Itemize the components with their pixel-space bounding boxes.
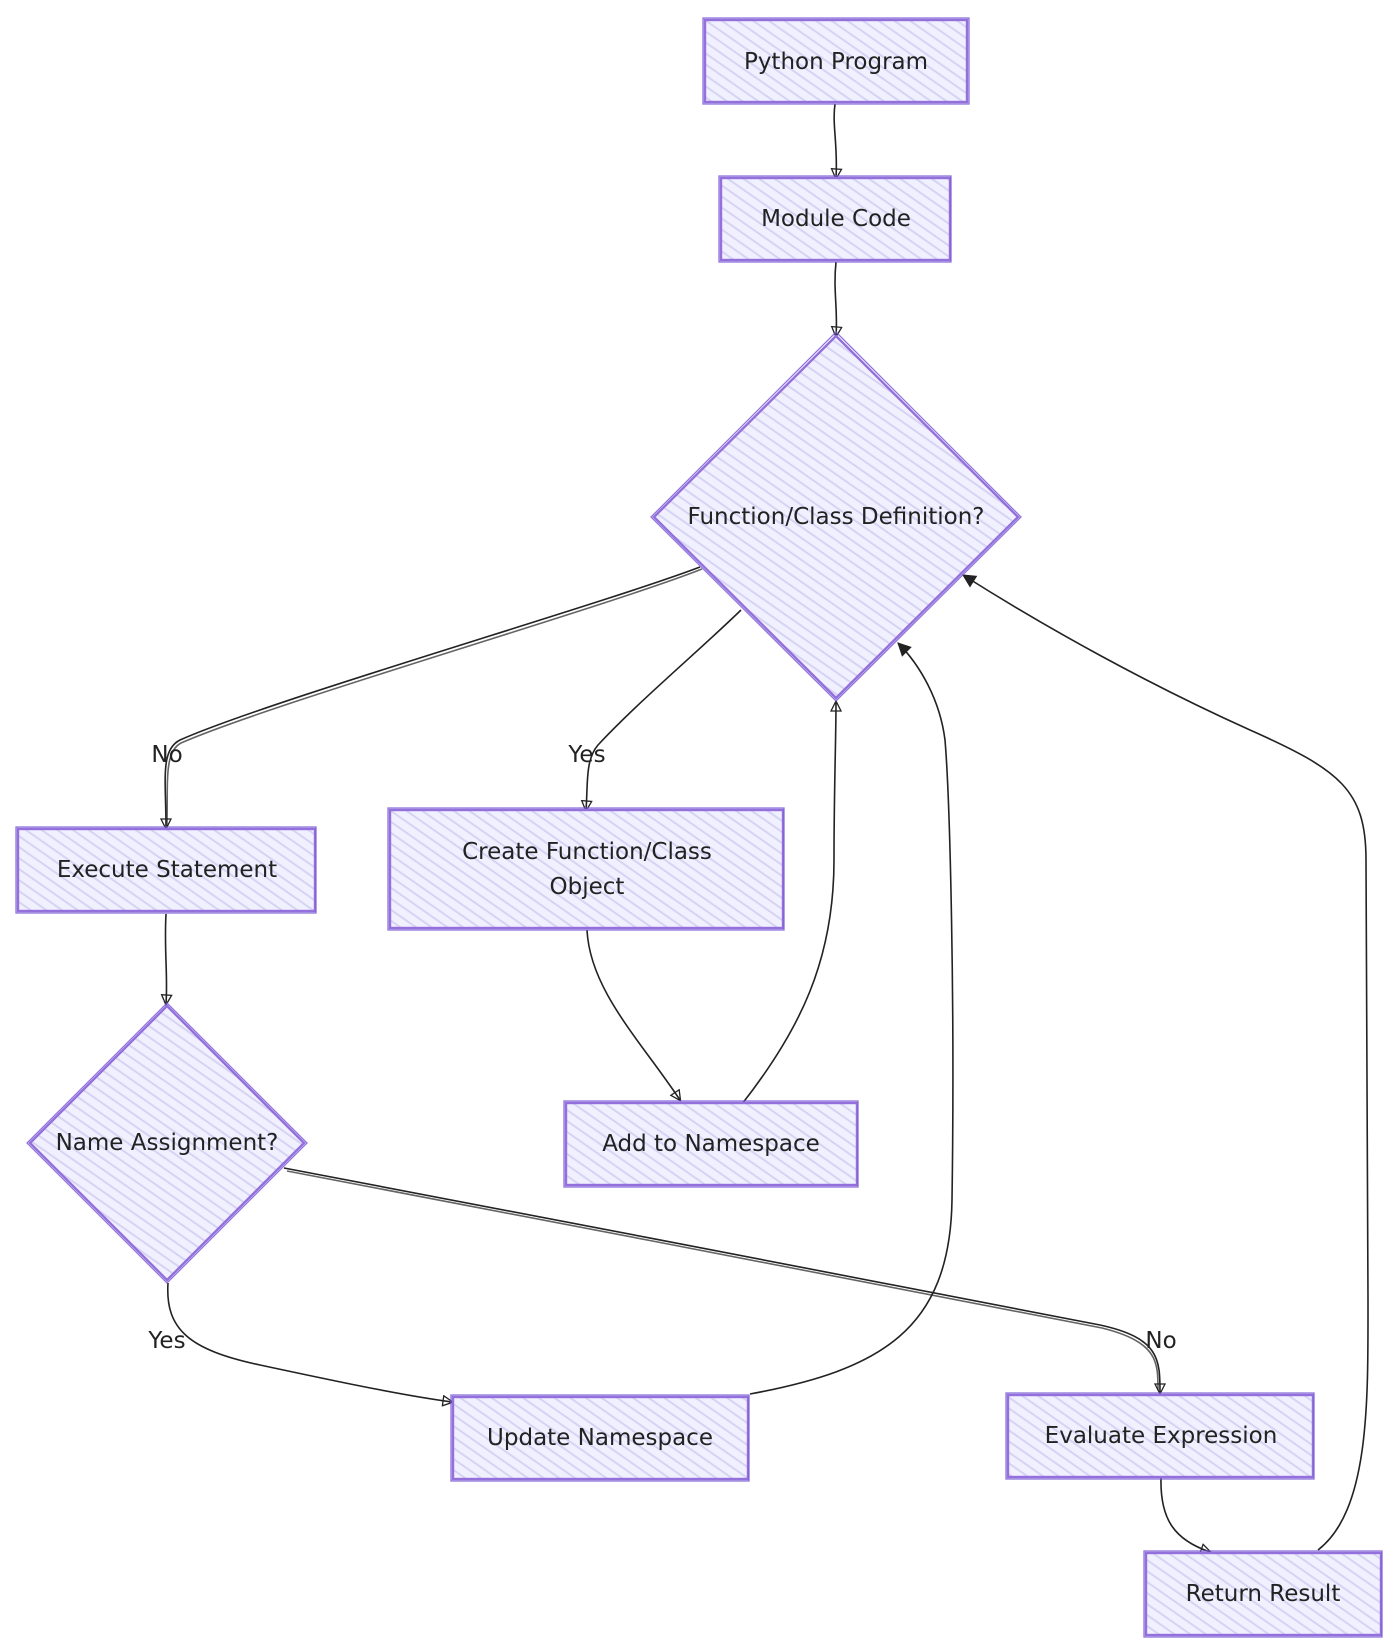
- node-return-result: Return Result: [1143, 1550, 1383, 1638]
- edge-assign-yes-to-update: [167, 1282, 452, 1402]
- node-label-create-object-line1: Create Function/Class: [462, 839, 712, 865]
- edge-return-to-decision: [962, 574, 1369, 1551]
- edges: [165, 103, 1369, 1552]
- node-label-evaluate-expression: Evaluate Expression: [1045, 1423, 1278, 1449]
- node-label-return-result: Return Result: [1186, 1581, 1341, 1607]
- node-label-create-object-line2: Object: [550, 874, 625, 900]
- edge-label-def-yes: Yes: [567, 742, 605, 768]
- node-python-program: Python Program: [702, 17, 970, 105]
- node-execute-statement: Execute Statement: [15, 826, 317, 914]
- node-label-update-namespace: Update Namespace: [487, 1425, 713, 1451]
- node-label-decision-assignment: Name Assignment?: [56, 1130, 279, 1156]
- edge-decision-yes-to-create: [586, 609, 742, 810]
- node-label-add-namespace: Add to Namespace: [602, 1131, 820, 1157]
- edge-update-to-decision: [749, 642, 954, 1395]
- edge-create-to-add: [586, 929, 680, 1100]
- node-add-namespace: Add to Namespace: [563, 1100, 859, 1188]
- edge-labels: No Yes Yes No: [147, 742, 1176, 1354]
- node-label-decision-definition: Function/Class Definition?: [688, 504, 985, 530]
- node-evaluate-expression: Evaluate Expression: [1005, 1392, 1315, 1480]
- node-label-module-code: Module Code: [761, 206, 911, 232]
- node-create-object: Create Function/Class Object: [387, 807, 785, 931]
- node-label-python-program: Python Program: [744, 49, 928, 75]
- edge-assign-no-to-evaluate: [283, 1167, 1160, 1393]
- edge-decision-no-to-execute: [165, 566, 701, 828]
- edge-label-assign-yes: Yes: [147, 1328, 185, 1354]
- edge-module-to-decision: [835, 261, 836, 336]
- edge-add-to-decision: [741, 702, 836, 1105]
- node-decision-assignment: Name Assignment?: [26, 1002, 308, 1284]
- edge-decision-no-to-execute-sketch: [166, 568, 703, 827]
- edge-program-to-module: [834, 103, 836, 178]
- edge-label-assign-no: No: [1145, 1328, 1176, 1354]
- edge-label-def-no: No: [151, 742, 182, 768]
- edge-execute-to-assign: [165, 913, 166, 1004]
- edge-assign-no-to-evaluate-sketch: [286, 1170, 1159, 1391]
- node-label-execute-statement: Execute Statement: [57, 857, 277, 883]
- node-module-code: Module Code: [718, 175, 952, 263]
- node-update-namespace: Update Namespace: [450, 1394, 750, 1482]
- edge-evaluate-to-return: [1160, 1477, 1210, 1552]
- node-decision-definition: Function/Class Definition?: [650, 331, 1022, 702]
